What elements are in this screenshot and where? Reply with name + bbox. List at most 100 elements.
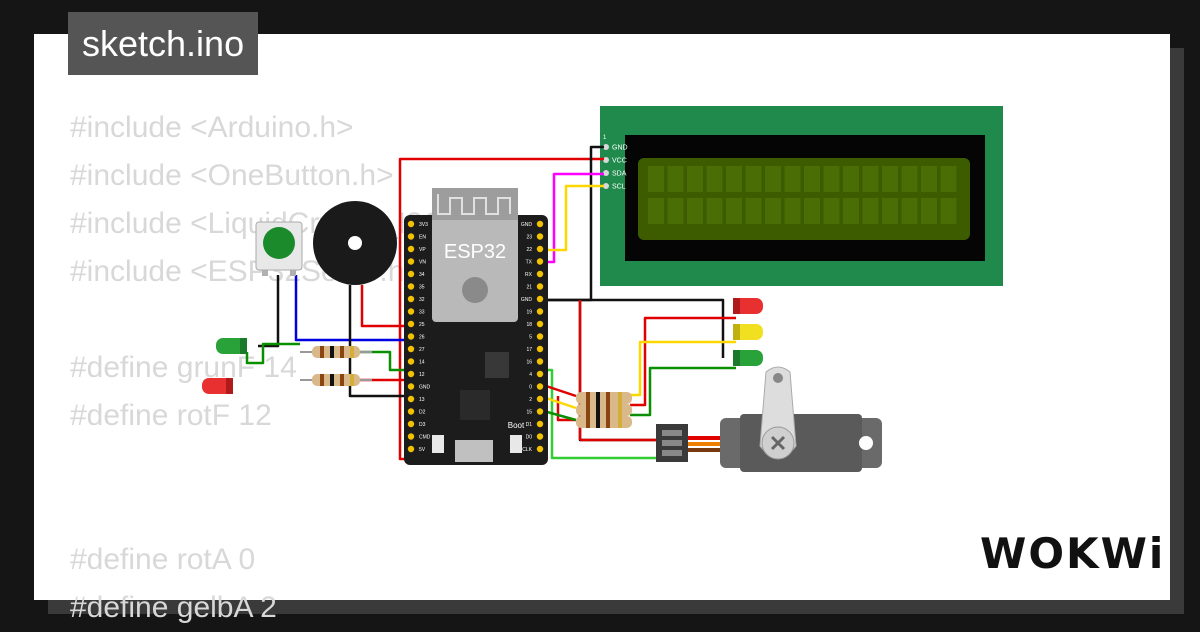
- led-green-left[interactable]: [216, 338, 247, 354]
- lcd-cell: [921, 198, 937, 224]
- pin[interactable]: [536, 395, 544, 403]
- lcd-cell: [765, 198, 781, 224]
- resistor-right-group: [576, 392, 632, 428]
- pin-label: 5V: [419, 447, 426, 453]
- pin[interactable]: [407, 233, 415, 240]
- wire-green-ledA: [630, 366, 736, 417]
- boot-button[interactable]: [510, 435, 522, 453]
- led-yellow-right[interactable]: [733, 324, 763, 340]
- pin[interactable]: [407, 395, 415, 403]
- pin[interactable]: [536, 258, 544, 265]
- led-red-right[interactable]: [733, 298, 763, 314]
- pin-label: 4: [529, 372, 532, 378]
- pin-label: D1: [526, 422, 533, 428]
- pin[interactable]: [407, 308, 415, 315]
- lcd-pin[interactable]: [603, 170, 609, 176]
- pin-label: 26: [419, 335, 425, 341]
- pin-label: 22: [526, 247, 532, 253]
- pin-label: 33: [419, 310, 425, 316]
- buzzer[interactable]: [313, 201, 397, 285]
- pin-label: 32: [419, 297, 425, 303]
- wire-black-buzzer: [348, 285, 411, 398]
- code-line: #define grunF 14: [70, 351, 297, 384]
- pin-label: 5: [529, 335, 532, 341]
- wire-black-gnd: [540, 145, 604, 302]
- pin-label: EN: [419, 235, 426, 241]
- pin[interactable]: [536, 220, 544, 228]
- pin[interactable]: [536, 358, 544, 365]
- lcd-cell: [745, 198, 762, 224]
- wire-yellow-ledA: [630, 340, 736, 397]
- pin[interactable]: [407, 370, 415, 378]
- code-line: #include <OneButton.h>: [70, 159, 394, 192]
- lcd-cell: [940, 166, 957, 192]
- servo-motor[interactable]: [656, 366, 882, 472]
- pin[interactable]: [536, 345, 544, 353]
- pin[interactable]: [407, 420, 415, 428]
- esp32-board[interactable]: ESP32 Boot 3V3ENVPVN343532332526271412GN…: [404, 188, 548, 465]
- pin[interactable]: [407, 408, 415, 415]
- pin[interactable]: [407, 220, 415, 228]
- pin[interactable]: [536, 233, 544, 240]
- pin[interactable]: [536, 408, 544, 415]
- lcd-cell: [882, 166, 898, 192]
- lcd-pin[interactable]: [603, 183, 609, 189]
- pin-label: RX: [525, 272, 533, 278]
- pin[interactable]: [536, 283, 544, 290]
- pin[interactable]: [536, 445, 544, 453]
- lcd-pin1-label: 1: [603, 135, 607, 141]
- led-green-right[interactable]: [733, 350, 763, 366]
- resistor-left-2: [300, 374, 372, 386]
- wire-red-ledA: [556, 396, 576, 422]
- pin[interactable]: [536, 295, 544, 303]
- pin-label: D0: [526, 435, 533, 441]
- pin[interactable]: [536, 383, 544, 390]
- pin[interactable]: [407, 320, 415, 328]
- pin[interactable]: [407, 445, 415, 453]
- pin[interactable]: [536, 245, 544, 253]
- lcd-pin-label: GND: [612, 145, 628, 152]
- led-red-left[interactable]: [202, 378, 233, 394]
- pin[interactable]: [536, 370, 544, 378]
- pin[interactable]: [407, 358, 415, 365]
- pin[interactable]: [536, 270, 544, 278]
- lcd-cell: [706, 166, 723, 192]
- pin-label: VN: [419, 260, 426, 266]
- pin[interactable]: [407, 433, 415, 440]
- pin[interactable]: [407, 345, 415, 353]
- en-button[interactable]: [432, 435, 444, 453]
- pin[interactable]: [536, 320, 544, 328]
- espressif-logo-icon: [462, 277, 488, 303]
- left-pin-header: 3V3ENVPVN343532332526271412GND13D2D3CMD5…: [407, 220, 431, 453]
- resistor-left-1: [300, 346, 372, 358]
- lcd-cell: [843, 166, 859, 192]
- lcd-pin[interactable]: [603, 157, 609, 163]
- pin[interactable]: [536, 420, 544, 428]
- pin[interactable]: [536, 433, 544, 440]
- lcd-cell: [648, 166, 664, 192]
- pin[interactable]: [407, 295, 415, 303]
- lcd-cell: [765, 166, 781, 192]
- pin-label: 14: [419, 360, 425, 366]
- pin-label: TX: [526, 260, 533, 266]
- pin-label: 2: [529, 397, 532, 403]
- pin[interactable]: [407, 283, 415, 290]
- code-line: #define rotA 0: [70, 543, 256, 576]
- lcd-cell: [901, 166, 918, 192]
- pin[interactable]: [407, 383, 415, 390]
- pin[interactable]: [407, 258, 415, 265]
- pin[interactable]: [407, 245, 415, 253]
- lcd-pin[interactable]: [603, 144, 609, 150]
- pushbutton[interactable]: [255, 221, 303, 276]
- pin[interactable]: [407, 270, 415, 278]
- wire-red-servo2: [580, 438, 662, 452]
- wokwi-logo[interactable]: WOKWi: [976, 524, 1163, 580]
- lcd-cell: [804, 198, 820, 224]
- lcd-cell: [667, 198, 684, 224]
- pin[interactable]: [536, 333, 544, 340]
- pin[interactable]: [407, 333, 415, 340]
- file-tab[interactable]: sketch.ino: [68, 12, 259, 75]
- pin[interactable]: [536, 308, 544, 315]
